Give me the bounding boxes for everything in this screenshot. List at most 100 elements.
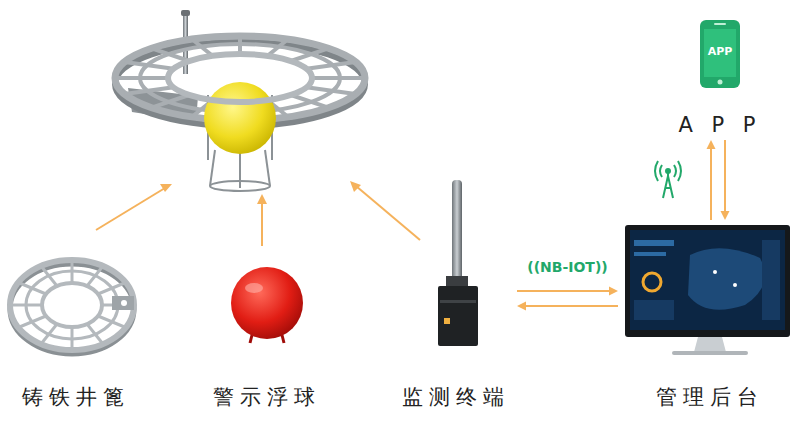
assembled-product-part-part — [307, 87, 356, 94]
backend-node: 管理后台 — [620, 222, 800, 410]
text-holder: 管理后台 — [620, 384, 800, 410]
assembled-product-part — [140, 44, 340, 112]
connector — [710, 148, 712, 220]
monitoring-terminal — [438, 180, 478, 346]
monitoring-terminal-part — [440, 300, 476, 303]
assembled-product-part-part — [115, 76, 168, 80]
signal-tower-icon-part — [663, 176, 673, 198]
monitoring-terminal-part — [452, 180, 462, 288]
arrow-head — [721, 211, 730, 220]
phone-icon-part — [704, 29, 736, 77]
connector — [525, 305, 618, 307]
text-holder: 监测终端 — [397, 384, 515, 410]
cast-iron-grate-part-part — [10, 304, 42, 307]
assembled-product — [115, 10, 365, 191]
management-monitor-part — [694, 337, 726, 352]
management-monitor-part — [688, 248, 765, 310]
management-monitor-part — [762, 240, 780, 320]
terminal-node: 监测终端 — [397, 175, 515, 410]
text-holder: A P P — [673, 112, 766, 138]
component-label: 警示浮球 — [213, 385, 321, 409]
assembled-product-part — [168, 54, 312, 102]
cast-iron-grate-part-part — [98, 316, 126, 328]
cast-iron-grate-part-part — [87, 324, 103, 344]
text-holder: APP — [673, 45, 766, 58]
cast-iron-grate-part-part — [41, 266, 57, 286]
management-monitor-part — [643, 273, 661, 291]
component-label: A P P — [678, 113, 761, 137]
warning-float-ball-part — [245, 283, 263, 293]
assembled-product-part-part — [291, 95, 329, 108]
warning-float-ball — [231, 267, 303, 343]
assembly-arrow-part — [160, 184, 172, 192]
management-monitor-part — [630, 230, 785, 330]
assembly-arrow-part — [356, 186, 420, 240]
signal-tower-icon-part — [666, 169, 670, 173]
phone-icon-part — [700, 20, 740, 88]
monitoring-terminal-part — [438, 286, 478, 346]
management-monitor-part — [733, 283, 737, 287]
monitoring-terminal-part — [444, 318, 450, 324]
component-label: 管理后台 — [656, 385, 764, 409]
cast-iron-grate-part-part — [18, 316, 46, 328]
component-label: 监测终端 — [402, 385, 510, 409]
assembly-arrow — [96, 181, 420, 246]
text-holder: 警示浮球 — [205, 384, 329, 410]
assembled-product-part — [181, 10, 190, 16]
connector — [724, 140, 726, 212]
signal-tower-icon-part — [660, 165, 662, 177]
management-monitor-part — [713, 270, 717, 274]
warning-float-ball-part — [282, 335, 284, 343]
grate-node: 铸铁井篦 — [8, 245, 143, 410]
assembly-arrow-part — [257, 194, 267, 204]
cast-iron-grate-part — [10, 260, 134, 350]
signal-tower-icon-part — [674, 165, 676, 177]
assembled-product-part — [204, 82, 276, 154]
cast-iron-grate-part-part — [71, 327, 74, 350]
management-monitor-part — [672, 351, 748, 355]
cast-iron-grate-part — [10, 260, 134, 350]
assembled-product-part-part — [210, 150, 215, 186]
cast-iron-grate-part-part — [71, 260, 74, 283]
warning-float-ball-part — [250, 335, 252, 343]
app-node: APP A P P — [673, 18, 766, 138]
assembled-product-part-part — [152, 95, 190, 108]
arrow-head — [707, 140, 716, 149]
phone-icon — [700, 20, 740, 88]
assembled-product-part-part — [307, 62, 356, 69]
assembly-arrow-part — [96, 188, 165, 230]
assembled-product-part-part — [152, 48, 190, 61]
assembled-product-part-part — [312, 76, 365, 80]
cast-iron-grate — [10, 260, 134, 354]
management-monitor-part — [634, 252, 666, 256]
cast-iron-grate-part — [112, 296, 134, 310]
management-monitor-part — [634, 240, 674, 246]
cast-iron-grate-part-part — [18, 283, 46, 295]
signal-tower-icon-part — [655, 161, 658, 181]
assembled-product-part-part — [125, 62, 174, 69]
assembly-arrow-part — [350, 181, 361, 192]
arrow-head — [517, 302, 526, 311]
assembly-arrow-part — [261, 202, 263, 246]
assembled-product-part-part — [265, 150, 270, 186]
screen-text: APP — [708, 45, 733, 58]
management-monitor-part — [634, 300, 674, 320]
signal-tower-icon-part — [678, 161, 681, 181]
cast-iron-grate-part — [42, 283, 102, 327]
assembled-product-part-part — [239, 152, 241, 188]
phone-icon-part — [718, 80, 723, 85]
assembled-product-part-part — [210, 181, 270, 191]
assembled-product-part-part — [125, 87, 174, 94]
connector — [517, 290, 610, 292]
edge-label: ((NB-IOT)) — [524, 259, 610, 275]
arrow-head — [609, 287, 618, 296]
text-holder: 铸铁井篦 — [8, 384, 143, 410]
assembled-product-part-part — [291, 48, 329, 61]
signal-tower-icon-part — [665, 187, 671, 189]
signal-tower-icon — [655, 161, 681, 198]
cast-iron-grate-part — [121, 300, 127, 306]
cast-iron-grate-part-part — [98, 283, 126, 295]
